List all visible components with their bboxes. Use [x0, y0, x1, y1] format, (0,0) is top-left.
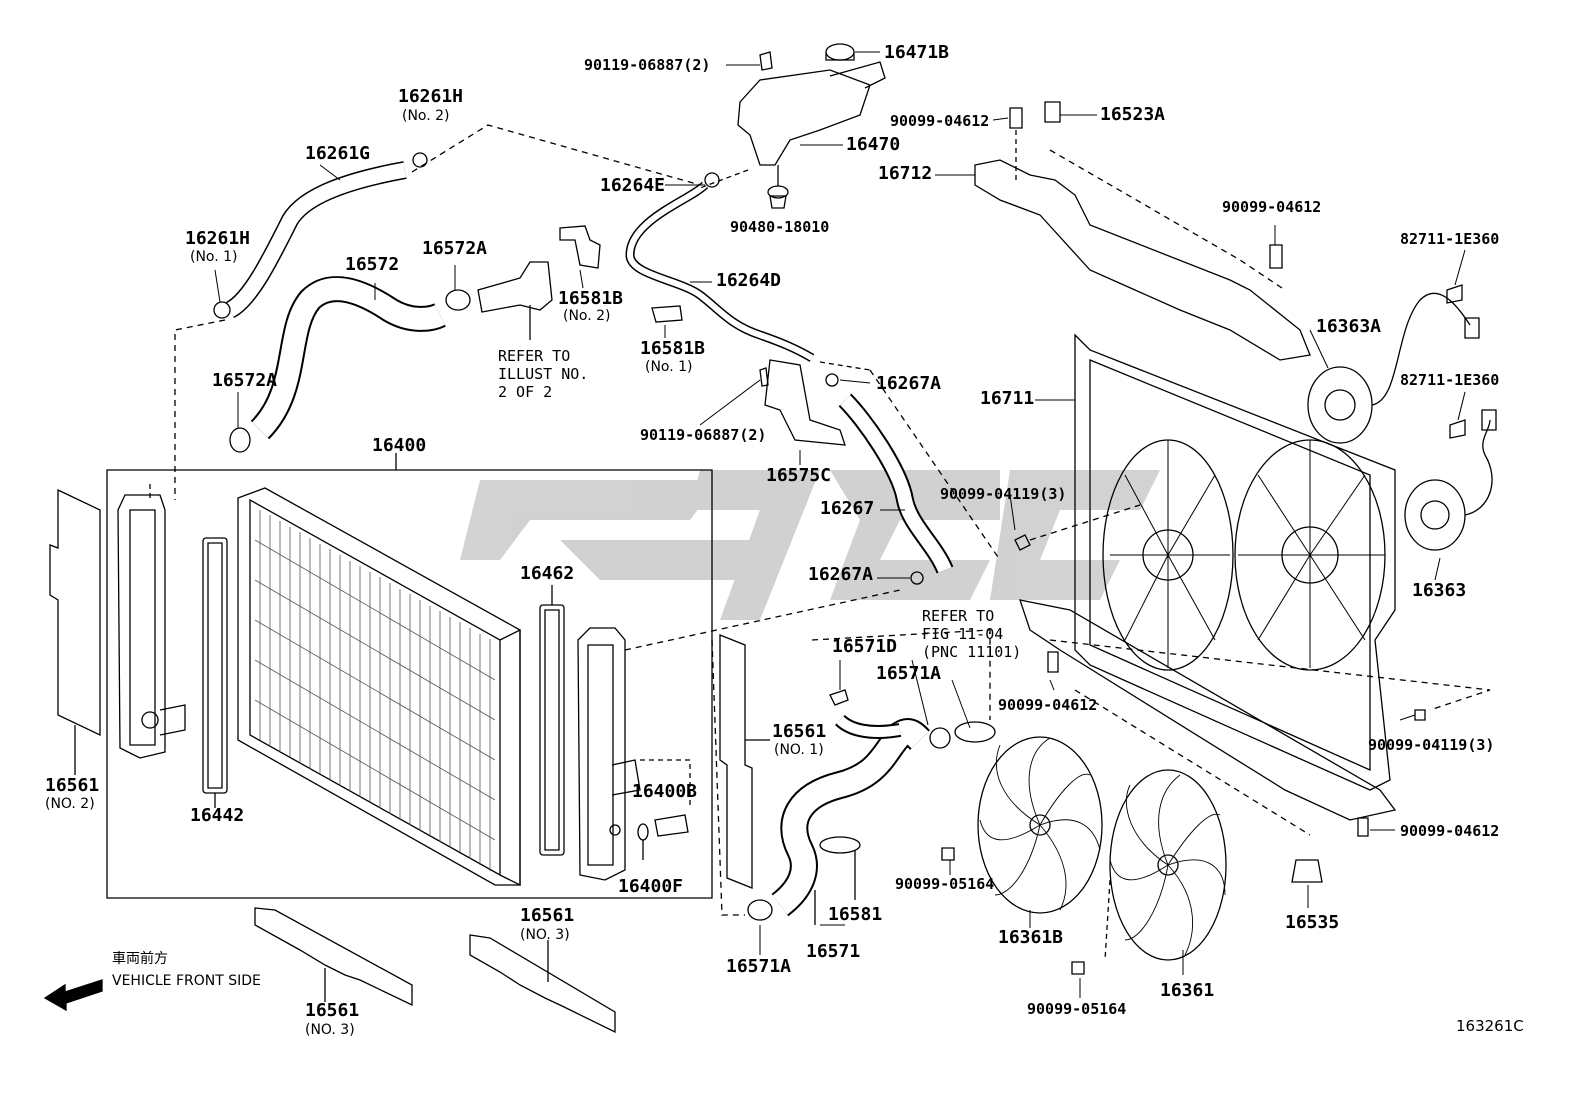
label-90099-05164-a: 90099-05164 — [895, 875, 995, 893]
side-seal-no1 — [720, 635, 752, 888]
label-90099-04119-a: 90099-04119(3) — [940, 485, 1067, 503]
label-16535: 16535 — [1285, 912, 1340, 933]
label-16261H-no1: 16261H — [185, 228, 251, 249]
bottom-seal-b — [470, 935, 615, 1032]
label-16712: 16712 — [878, 163, 933, 184]
label-16581B-no1: 16581B — [640, 338, 706, 359]
label-16572: 16572 — [345, 254, 400, 275]
reservoir-tank — [738, 70, 870, 165]
label-90099-04119-b: 90099-04119(3) — [1368, 736, 1495, 754]
label-16561-no1-sub: (NO. 1) — [774, 742, 824, 758]
left-tank — [118, 495, 165, 758]
label-16561-no2-sub: (NO. 2) — [45, 796, 95, 812]
label-16261H-no2-sub: (No. 2) — [402, 108, 450, 124]
label-16400: 16400 — [372, 435, 427, 456]
label-90099-04612-a: 90099-04612 — [890, 112, 990, 130]
label-16575C: 16575C — [766, 465, 832, 486]
label-16571D: 16571D — [832, 636, 898, 657]
gasket-16462 — [540, 605, 564, 855]
label-16462: 16462 — [520, 563, 575, 584]
label-16361B: 16361B — [998, 927, 1064, 948]
note-refer-illust: REFER TO ILLUST NO. 2 OF 2 — [498, 347, 589, 401]
fan-motor-16363A — [1308, 367, 1372, 443]
label-16561-no1: 16561 — [772, 721, 827, 742]
reinforcement-16712 — [975, 160, 1310, 360]
side-seal-no2 — [50, 490, 100, 735]
label-16581B-no1-sub: (No. 1) — [645, 359, 693, 375]
label-16470: 16470 — [846, 134, 901, 155]
label-90099-04612-b: 90099-04612 — [1222, 198, 1322, 216]
bracket-16575C — [765, 360, 845, 445]
fan-16361B — [978, 737, 1102, 913]
label-16267A-top: 16267A — [876, 373, 942, 394]
label-16561-no2: 16561 — [45, 775, 100, 796]
label-16571A-top: 16571A — [876, 663, 942, 684]
line-art — [45, 44, 1496, 1032]
label-16572A-top: 16572A — [422, 238, 488, 259]
note-refer-fig: REFER TO FIG 11-04 (PNC 11101) — [922, 607, 1022, 661]
diagram-code: 163261C — [1456, 1017, 1524, 1035]
water-outlet — [478, 262, 552, 312]
radiator-assembly-box — [107, 470, 712, 898]
label-16363: 16363 — [1412, 580, 1467, 601]
label-16571: 16571 — [806, 941, 861, 962]
label-16400F: 16400F — [618, 876, 684, 897]
label-16561-no3a-sub: (NO. 3) — [520, 927, 570, 943]
label-82711-b: 82711-1E360 — [1400, 371, 1500, 389]
gasket-16442 — [203, 538, 227, 793]
label-16523A: 16523A — [1100, 104, 1166, 125]
fan-shroud-16711 — [1075, 335, 1395, 790]
label-16264E: 16264E — [600, 175, 666, 196]
label-82711-a: 82711-1E360 — [1400, 230, 1500, 248]
label-16572A-left: 16572A — [212, 370, 278, 391]
label-16581B-no2-sub: (No. 2) — [563, 308, 611, 324]
bottom-seal-a — [255, 908, 412, 1005]
label-90480: 90480-18010 — [730, 218, 830, 236]
label-16267: 16267 — [820, 498, 875, 519]
label-90119-mid: 90119-06887(2) — [640, 426, 767, 444]
label-16363A: 16363A — [1316, 316, 1382, 337]
fan-16361 — [1110, 770, 1226, 960]
label-16471B: 16471B — [884, 42, 950, 63]
front-arrow-icon — [45, 980, 102, 1010]
label-16561-no3b-sub: (NO. 3) — [305, 1022, 355, 1038]
label-16711: 16711 — [980, 388, 1035, 409]
front-label-jp: 車両前方 — [112, 951, 168, 967]
label-16561-no3b: 16561 — [305, 1000, 360, 1021]
label-90099-04612-c: 90099-04612 — [998, 696, 1098, 714]
label-16581B-no2: 16581B — [558, 288, 624, 309]
label-16361: 16361 — [1160, 980, 1215, 1001]
label-90119-top: 90119-06887(2) — [584, 56, 711, 74]
label-16264D: 16264D — [716, 270, 782, 291]
label-16400B: 16400B — [632, 781, 698, 802]
label-16261H-no2: 16261H — [398, 86, 464, 107]
label-16267A-bot: 16267A — [808, 564, 874, 585]
label-16581: 16581 — [828, 904, 883, 925]
fan-motor-16363 — [1405, 480, 1465, 550]
right-tank — [578, 628, 625, 880]
front-label-en: VEHICLE FRONT SIDE — [112, 973, 261, 989]
watermark-logo — [460, 470, 1160, 620]
label-16571A-bot: 16571A — [726, 956, 792, 977]
label-90099-04612-d: 90099-04612 — [1400, 822, 1500, 840]
label-16261G: 16261G — [305, 143, 371, 164]
shroud-lower-rail — [1020, 600, 1395, 820]
label-16261H-no1-sub: (No. 1) — [190, 249, 238, 265]
label-90099-05164-b: 90099-05164 — [1027, 1000, 1127, 1018]
label-16442: 16442 — [190, 805, 245, 826]
label-16561-no3a: 16561 — [520, 905, 575, 926]
